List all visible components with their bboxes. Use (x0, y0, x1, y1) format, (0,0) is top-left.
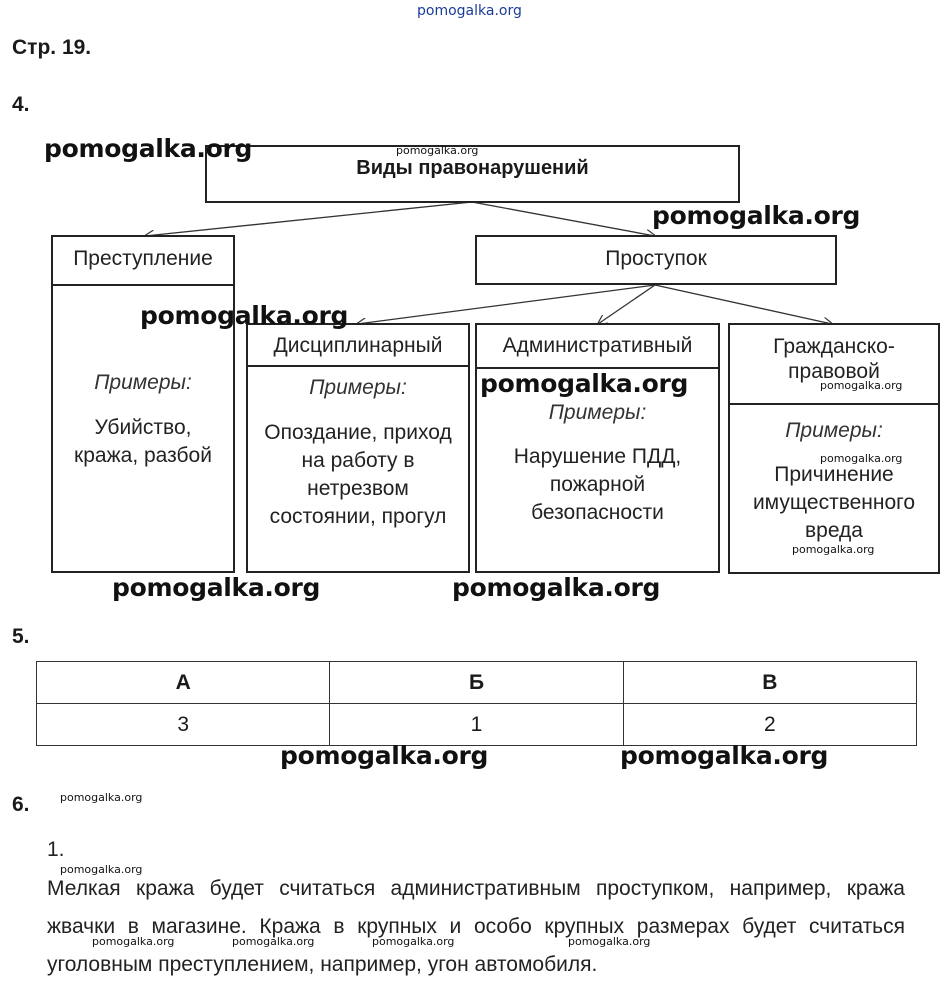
question-6-number: 6. (12, 793, 30, 816)
watermark-text: pomogalka.org (92, 935, 175, 948)
arrow-offense-to-administrative (598, 284, 656, 324)
administrative-node: Административный Примеры: Нарушение ПДД,… (475, 323, 720, 573)
watermark-text: pomogalka.org (280, 741, 489, 770)
watermark-text: pomogalka.org (112, 573, 321, 602)
answer-paragraph: Мелкая кража будет считаться администрат… (47, 877, 905, 976)
civil-examples: Причинение имущественного вреда (752, 463, 916, 542)
crime-title: Преступление (73, 247, 213, 270)
watermark-text: pomogalka.org (568, 935, 651, 948)
watermark-text: pomogalka.org (652, 201, 861, 230)
answer-item-number: 1. (47, 838, 65, 861)
table-header-row: А Б В (35, 661, 918, 704)
arrow-offense-to-disciplinary (357, 284, 656, 324)
administrative-title: Административный (502, 334, 693, 357)
disciplinary-title: Дисциплинарный (273, 334, 443, 357)
table-header-cell: В (622, 661, 918, 704)
arrow-root-to-offense (471, 201, 655, 236)
administrative-examples: Нарушение ПДД, пожарной безопасности (513, 445, 682, 524)
page-reference: Стр. 19. (12, 36, 92, 59)
root-title: Виды правонарушений (356, 157, 589, 179)
table-header-cell: А (35, 661, 331, 704)
watermark-text: pomogalka.org (792, 543, 875, 556)
administrative-examples-label: Примеры: (548, 401, 647, 424)
question-4-number: 4. (12, 93, 30, 116)
administrative-divider (477, 367, 718, 369)
arrow-offense-to-civil (654, 284, 832, 324)
crime-divider (53, 284, 233, 286)
table-cell: 2 (622, 703, 918, 746)
watermark-text: pomogalka.org (396, 144, 479, 157)
disciplinary-examples-label: Примеры: (309, 376, 407, 399)
watermark-text: pomogalka.org (44, 134, 253, 163)
watermark-text: pomogalka.org (140, 301, 349, 330)
table-header-cell: Б (329, 661, 624, 704)
table-row: 3 1 2 (35, 703, 918, 746)
watermark-text: pomogalka.org (820, 452, 903, 465)
disciplinary-divider (248, 365, 468, 367)
watermark-text: pomogalka.org (232, 935, 315, 948)
crime-examples-label: Примеры: (94, 371, 192, 394)
crime-node: Преступление Примеры: Убийство, кража, р… (51, 235, 235, 573)
crime-examples: Убийство, кража, разбой (74, 416, 212, 467)
civil-divider (730, 403, 938, 405)
offense-title: Проступок (605, 247, 707, 270)
disciplinary-examples: Опоздание, приход на работу в нетрезвом … (264, 421, 452, 528)
watermark-text: pomogalka.org (480, 369, 689, 398)
civil-node: Гражданско-правовой Примеры: Причинение … (728, 323, 940, 574)
watermark-text: pomogalka.org (372, 935, 455, 948)
civil-examples-label: Примеры: (785, 419, 883, 442)
watermark-text: pomogalka.org (60, 791, 143, 804)
answer-table: А Б В 3 1 2 (35, 661, 918, 746)
site-watermark-top[interactable]: pomogalka.org (417, 3, 522, 19)
civil-title: Гражданско-правовой (773, 335, 895, 383)
disciplinary-node: Дисциплинарный Примеры: Опоздание, прихо… (246, 323, 470, 573)
watermark-text: pomogalka.org (452, 573, 661, 602)
root-node: Виды правонарушений (205, 145, 740, 203)
watermark-text: pomogalka.org (60, 863, 143, 876)
arrow-root-to-crime (145, 201, 473, 236)
question-5-number: 5. (12, 625, 30, 648)
watermark-text: pomogalka.org (620, 741, 829, 770)
table-cell: 3 (35, 703, 331, 746)
table-cell: 1 (329, 703, 624, 746)
offense-node: Проступок (475, 235, 837, 285)
watermark-text: pomogalka.org (820, 379, 903, 392)
